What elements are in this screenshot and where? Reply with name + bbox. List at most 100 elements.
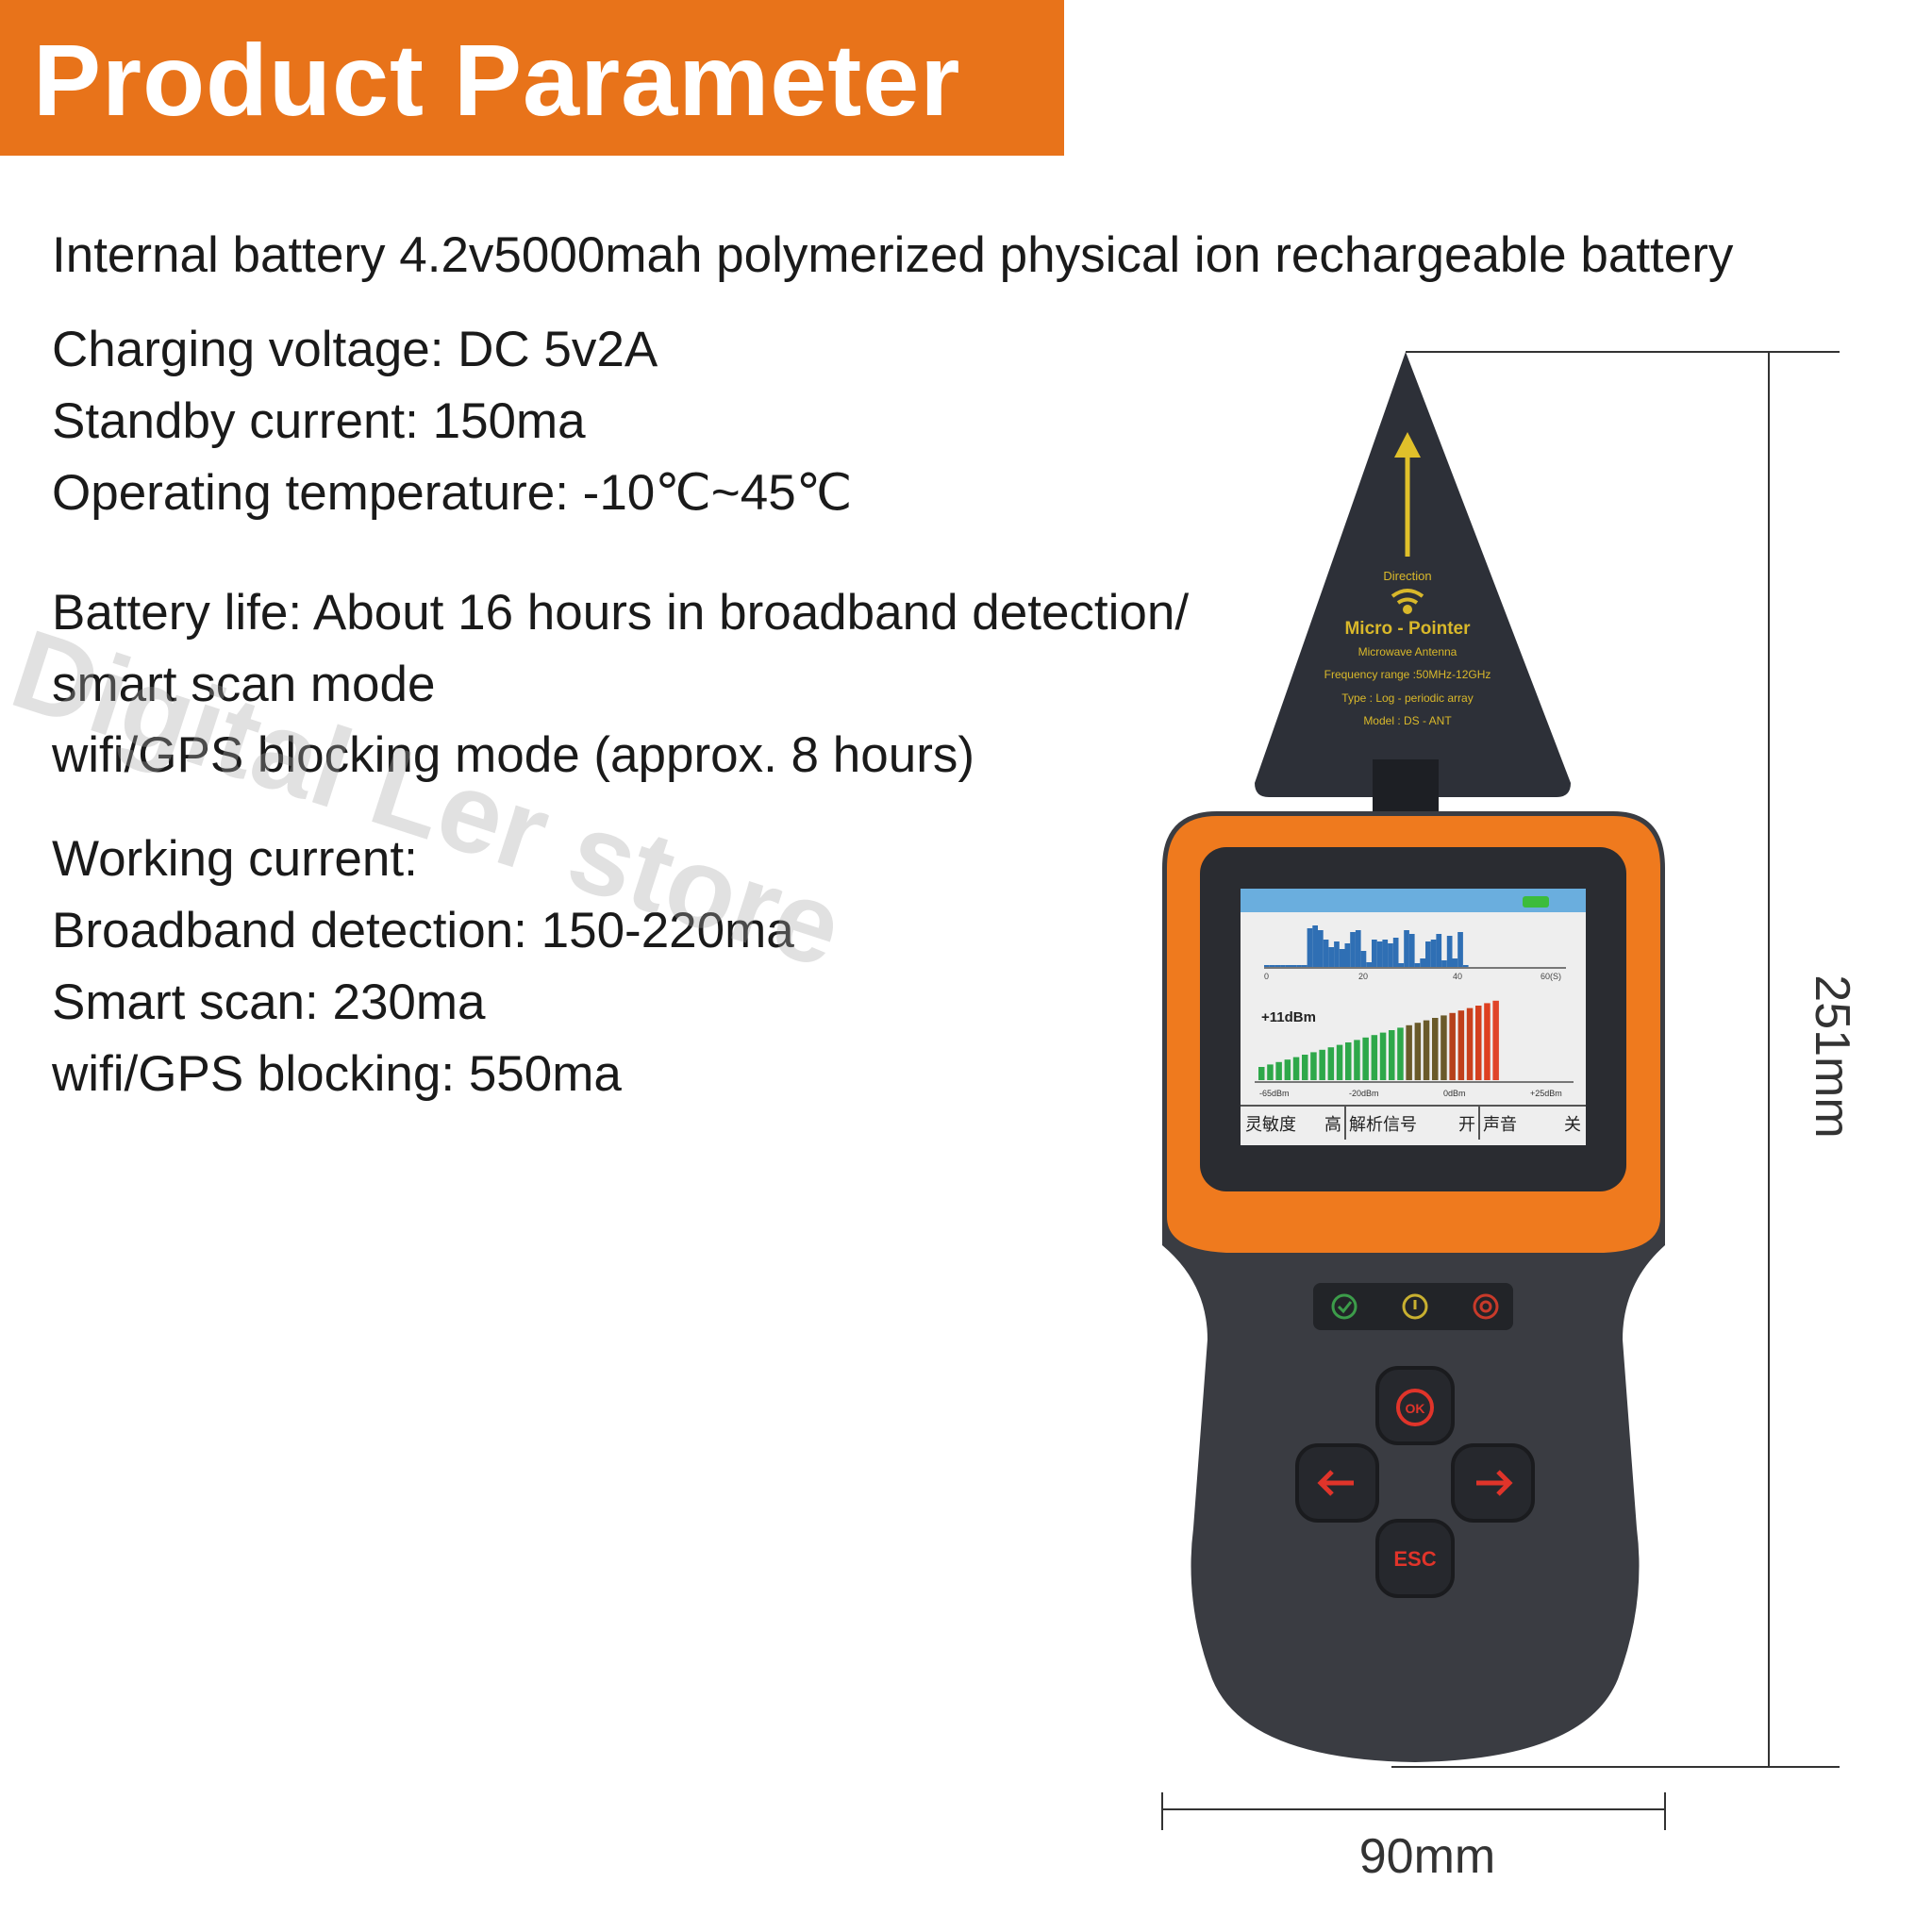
signal-level-bars (1258, 1000, 1499, 1080)
spectrum-bar (1285, 965, 1291, 968)
right-arrow-icon (1476, 1470, 1513, 1496)
level-bar (1484, 1003, 1491, 1080)
spectrum-bar (1323, 940, 1329, 968)
spectrum-bar (1446, 936, 1453, 968)
level-bar (1310, 1052, 1317, 1080)
spectrum-bar (1408, 934, 1415, 968)
level-bar (1292, 1057, 1300, 1080)
menu-label-decode[interactable]: 解析信号 (1349, 1115, 1417, 1134)
spectrum-bar (1462, 965, 1469, 968)
spectrum-bar (1388, 943, 1393, 968)
menu-label-sound[interactable]: 声音 (1483, 1115, 1517, 1134)
height-dimension-label: 251mm (1805, 974, 1859, 1138)
level-tick: -20dBm (1349, 1089, 1379, 1098)
level-tick: -65dBm (1259, 1089, 1290, 1098)
spec-smart-scan: Smart scan: 230ma (52, 974, 486, 1030)
spectrum-bar (1425, 941, 1431, 968)
right-arrow-button[interactable] (1451, 1443, 1535, 1523)
level-bar (1362, 1037, 1369, 1080)
level-bar (1379, 1032, 1387, 1080)
spec-standby-current: Standby current: 150ma (52, 393, 586, 449)
spectrum-bar (1420, 958, 1425, 968)
left-arrow-button[interactable] (1295, 1443, 1379, 1523)
level-bar (1475, 1006, 1482, 1080)
level-bar (1327, 1047, 1335, 1080)
antenna-subtitle: Microwave Antenna (1358, 645, 1457, 658)
spectrum-bar (1344, 943, 1351, 968)
menu-value-sensitivity[interactable]: 高 (1324, 1115, 1341, 1134)
antenna-type: Type : Log - periodic array (1341, 691, 1473, 705)
spec-battery-life: Battery life: About 16 hours in broadban… (52, 585, 1190, 641)
spectrum-bar (1274, 965, 1281, 968)
left-arrow-icon (1317, 1470, 1354, 1496)
spectrum-bar (1360, 951, 1367, 968)
spectrum-bar (1392, 938, 1399, 968)
spec-battery-life-3: wifi/GPS blocking mode (approx. 8 hours) (52, 727, 974, 783)
spec-battery-life-2: smart scan mode (52, 657, 436, 712)
spectrum-bar (1414, 963, 1421, 968)
indicator-panel (1313, 1283, 1513, 1330)
spectrum-bar (1404, 930, 1409, 968)
level-bar (1414, 1023, 1422, 1080)
spectrum-bar (1452, 958, 1458, 968)
battery-icon (1523, 896, 1549, 908)
wifi-icon (1391, 589, 1424, 614)
level-bar (1397, 1027, 1404, 1080)
spec-broadband: Broadband detection: 150-220ma (52, 903, 794, 958)
level-bar (1267, 1064, 1274, 1080)
level-bar (1492, 1000, 1499, 1080)
spectrum-bar (1366, 962, 1372, 968)
time-tick: 20 (1358, 972, 1368, 981)
time-tick: 60(S) (1541, 972, 1561, 981)
level-bar (1466, 1008, 1474, 1080)
ok-power-button[interactable]: OK (1375, 1366, 1455, 1445)
spectrum-bar (1430, 940, 1437, 968)
antenna-name: Micro - Pointer (1344, 619, 1471, 639)
alarm-indicator-icon (1473, 1293, 1499, 1320)
width-dimension-label: 90mm (1359, 1829, 1495, 1884)
esc-button[interactable]: ESC (1375, 1519, 1455, 1598)
level-bar (1284, 1059, 1291, 1080)
level-bar (1336, 1044, 1343, 1080)
spectrum-bar (1436, 934, 1442, 968)
spectrum-bar (1280, 965, 1286, 968)
level-bar (1371, 1035, 1378, 1080)
spec-working-current: Working current: (52, 831, 418, 887)
level-bar (1423, 1020, 1430, 1080)
spectrum-bar (1398, 963, 1405, 968)
title-banner: Product Parameter (0, 0, 1064, 156)
spectrum-bar (1334, 941, 1340, 968)
antenna-model: Model : DS - ANT (1363, 714, 1452, 727)
level-bar (1302, 1055, 1308, 1080)
spectrum-bar (1296, 965, 1302, 968)
spectrum-bar (1328, 947, 1335, 968)
antenna-direction: Direction (1383, 569, 1431, 583)
signal-level: +11dBm (1261, 1009, 1316, 1025)
antenna: Direction Micro - Pointer Microwave Ante… (1255, 352, 1571, 821)
level-bar (1345, 1042, 1352, 1080)
spectrum-bar (1355, 930, 1361, 968)
level-bar (1432, 1018, 1439, 1080)
device-screen: 0 20 40 60(S) +11dBm -65dBm -20dBm 0dBm … (1241, 889, 1586, 1145)
level-bar (1275, 1061, 1282, 1080)
warning-indicator-icon (1402, 1293, 1428, 1320)
level-tick: +25dBm (1530, 1089, 1562, 1098)
spec-blocking: wifi/GPS blocking: 550ma (52, 1046, 622, 1102)
level-bar (1354, 1040, 1360, 1080)
menu-value-sound[interactable]: 关 (1564, 1115, 1581, 1134)
spectrum-bar (1376, 941, 1383, 968)
spectrum-bar (1372, 940, 1377, 968)
menu-value-decode[interactable]: 开 (1458, 1115, 1475, 1134)
antenna-frequency: Frequency range :50MHz-12GHz (1324, 668, 1491, 681)
menu-label-sensitivity[interactable]: 灵敏度 (1245, 1115, 1296, 1134)
spectrum-graph (1264, 925, 1469, 968)
spectrum-bar (1312, 925, 1318, 968)
spec-battery: Internal battery 4.2v5000mah polymerized… (52, 227, 1734, 283)
spec-charging-voltage: Charging voltage: DC 5v2A (52, 322, 658, 377)
spectrum-bar (1382, 940, 1389, 968)
spectrum-bar (1269, 965, 1275, 968)
level-bar (1449, 1012, 1456, 1080)
level-bar (1389, 1030, 1395, 1080)
level-bar (1258, 1067, 1265, 1080)
spectrum-bar (1457, 932, 1463, 968)
